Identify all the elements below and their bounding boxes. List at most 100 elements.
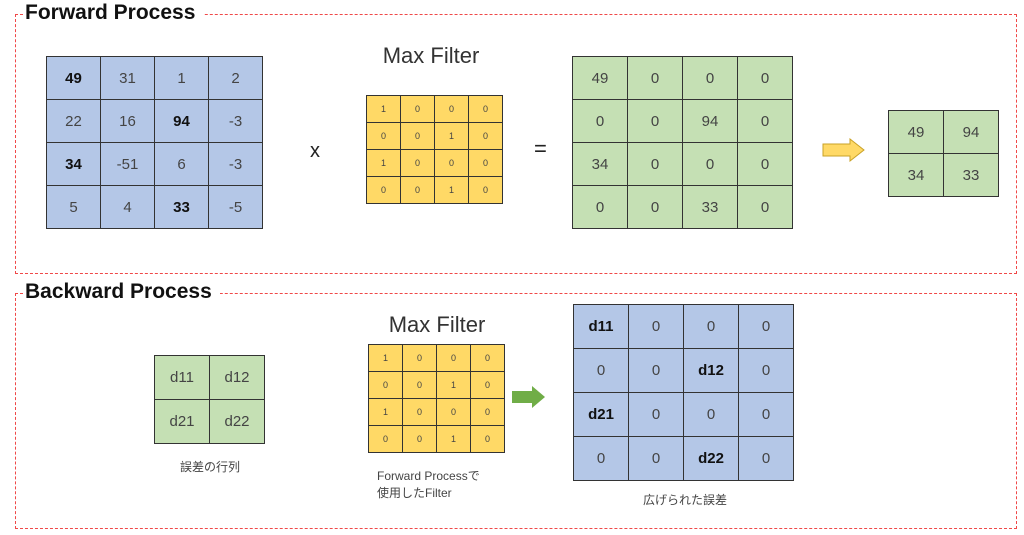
matrix-cell: 0 [434,149,469,177]
matrix-cell: 0 [737,142,793,186]
matrix-cell: 0 [366,122,401,150]
matrix-cell: 0 [468,176,503,204]
matrix-cell: 49 [888,110,944,154]
matrix-cell: 6 [154,142,209,186]
matrix-cell: 0 [402,398,437,426]
matrix-cell: 0 [627,185,683,229]
matrix-cell: 0 [628,348,684,393]
matrix-cell: d21 [154,399,210,444]
matrix-cell: d21 [573,392,629,437]
matrix-cell: d12 [209,355,265,400]
matrix-cell: 5 [46,185,101,229]
filter-caption-1: Forward Processで [377,469,480,483]
equals-sign: = [534,136,547,161]
matrix-cell: 94 [154,99,209,143]
forward-title: Forward Process [25,1,204,25]
matrix-cell: 0 [628,436,684,481]
matrix-cell: 0 [737,185,793,229]
matrix-cell: 1 [154,56,209,100]
matrix-cell: 0 [682,56,738,100]
matrix-cell: 33 [943,153,999,197]
right-arrow-icon [512,386,545,408]
matrix-cell: 0 [738,392,794,437]
matrix-cell: 0 [400,149,435,177]
matrix-cell: 0 [737,99,793,143]
matrix-cell: 34 [888,153,944,197]
forward-section [15,14,1017,274]
matrix-cell: 0 [468,95,503,123]
matrix-cell: d11 [573,304,629,349]
multiply-sign: x [310,140,320,162]
right-arrow-icon [822,138,865,162]
matrix-cell: d22 [683,436,739,481]
matrix-cell: 0 [436,344,471,372]
matrix-cell: -3 [208,142,263,186]
matrix-cell: 49 [572,56,628,100]
matrix-cell: 0 [683,392,739,437]
matrix-cell: 0 [738,304,794,349]
matrix-cell: 16 [100,99,155,143]
backward-section [15,293,1017,529]
matrix-cell: 0 [400,95,435,123]
matrix-cell: 1 [436,371,471,399]
matrix-cell: d11 [154,355,210,400]
matrix-cell: -3 [208,99,263,143]
matrix-cell: 94 [943,110,999,154]
matrix-cell: 0 [470,344,505,372]
matrix-cell: 1 [436,425,471,453]
matrix-cell: 0 [682,142,738,186]
matrix-cell: 1 [434,176,469,204]
matrix-cell: 0 [400,122,435,150]
matrix-cell: 0 [738,436,794,481]
matrix-cell: 33 [154,185,209,229]
max-filter-label: Max Filter [382,43,480,68]
matrix-cell: 1 [434,122,469,150]
backward-title: Backward Process [25,280,220,304]
backward-max-filter-label: Max Filter [388,312,486,337]
matrix-cell: -51 [100,142,155,186]
matrix-cell: 0 [573,436,629,481]
matrix-cell: 1 [368,398,403,426]
matrix-cell: 22 [46,99,101,143]
matrix-cell: 0 [470,398,505,426]
matrix-cell: -5 [208,185,263,229]
matrix-cell: 0 [402,371,437,399]
matrix-cell: 0 [468,149,503,177]
matrix-cell: 0 [628,392,684,437]
matrix-cell: 0 [572,99,628,143]
matrix-cell: 0 [572,185,628,229]
error-matrix-label: 誤差の行列 [179,460,240,474]
matrix-cell: 0 [402,344,437,372]
matrix-cell: 0 [366,176,401,204]
matrix-cell: 94 [682,99,738,143]
matrix-cell: 0 [737,56,793,100]
matrix-cell: 31 [100,56,155,100]
matrix-cell: 1 [366,149,401,177]
matrix-cell: 0 [683,304,739,349]
matrix-cell: 34 [46,142,101,186]
matrix-cell: 0 [468,122,503,150]
matrix-cell: 33 [682,185,738,229]
matrix-cell: 0 [400,176,435,204]
matrix-cell: 0 [368,371,403,399]
matrix-cell: d12 [683,348,739,393]
matrix-cell: 0 [627,99,683,143]
matrix-cell: 34 [572,142,628,186]
expanded-error-label: 広げられた誤差 [642,493,727,507]
filter-caption-2: 使用したFilter [377,486,452,500]
matrix-cell: 2 [208,56,263,100]
matrix-cell: 0 [470,425,505,453]
matrix-cell: 0 [738,348,794,393]
matrix-cell: 1 [368,344,403,372]
matrix-cell: 0 [573,348,629,393]
matrix-cell: 0 [436,398,471,426]
matrix-cell: 0 [434,95,469,123]
matrix-cell: 4 [100,185,155,229]
